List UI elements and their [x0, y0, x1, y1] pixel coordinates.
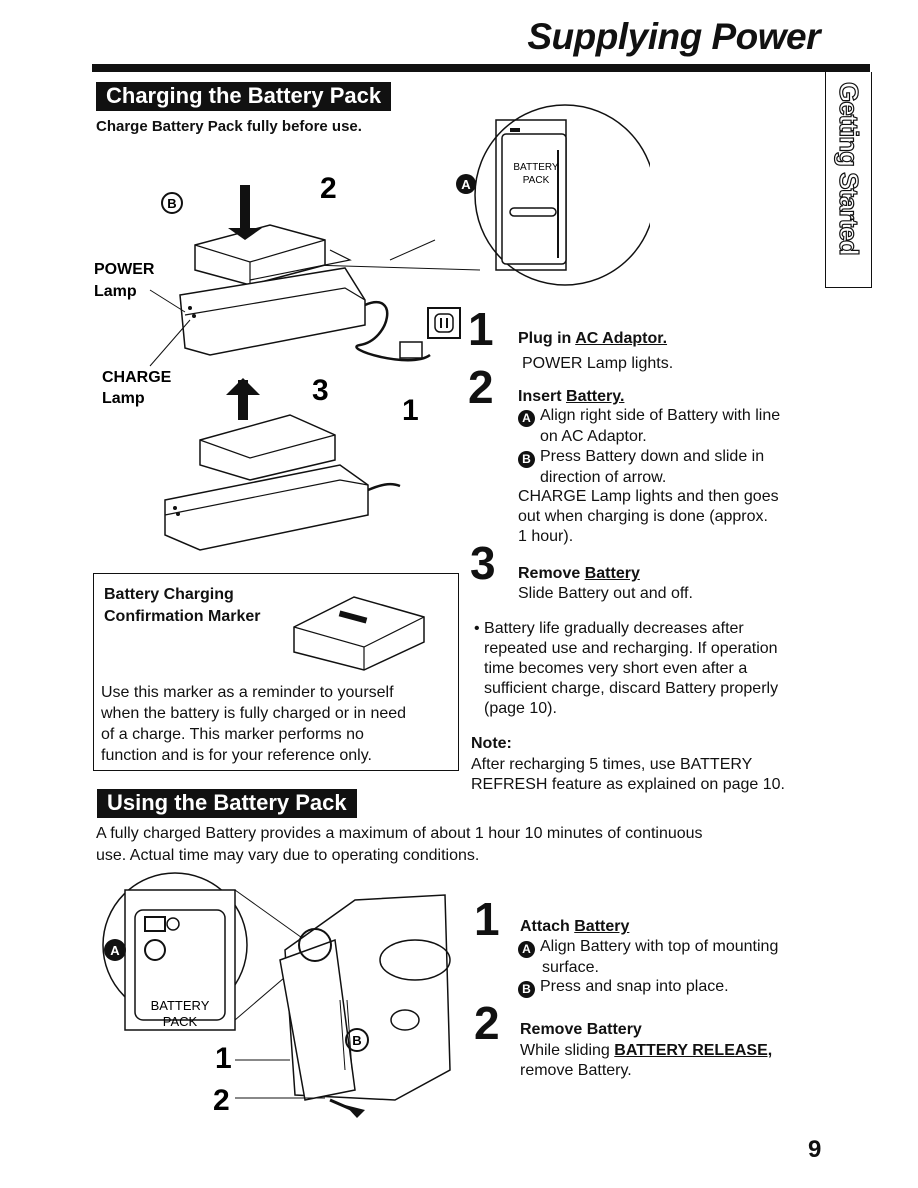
marker-title-1: Battery Charging	[104, 586, 234, 603]
page-number: 9	[808, 1136, 822, 1163]
bullet-line-4: sufficient charge, discard Battery prope…	[484, 680, 779, 697]
battery-label-2: PACK	[163, 1014, 198, 1029]
step-1-number: 1	[468, 303, 494, 355]
battery-label-1: BATTERY	[151, 998, 210, 1013]
power-lamp-label-1: POWER	[94, 261, 155, 278]
step-3-title: Remove Battery	[518, 565, 640, 582]
outlet-icon	[427, 307, 461, 339]
using-step-1-number: 1	[474, 893, 500, 945]
marker-body-3: of a charge. This marker performs no	[101, 726, 364, 743]
section-heading-using: Using the Battery Pack	[97, 789, 357, 818]
section-subheading: Charge Battery Pack fully before use.	[96, 118, 362, 135]
step-1-title: Plug in AC Adaptor.	[518, 330, 668, 347]
using-step-2-line-1: While sliding BATTERY RELEASE,	[520, 1042, 773, 1059]
circle-a-icon: A	[518, 410, 535, 427]
step-2-title: Insert Battery.	[518, 388, 625, 405]
bullet-line-5: (page 10).	[484, 700, 557, 717]
using-step-1-title: Attach Battery	[520, 918, 630, 935]
side-tab: Getting Started	[825, 72, 872, 288]
charge-lamp-label-2: Lamp	[102, 390, 145, 407]
circle-a2-icon: A	[518, 941, 535, 958]
callout-a-icon	[456, 174, 476, 194]
section-heading-charging: Charging the Battery Pack	[96, 82, 392, 111]
power-lamp-label-2: Lamp	[94, 283, 137, 300]
callout-b-icon	[161, 192, 183, 214]
bullet-line-1: • Battery life gradually decreases after	[474, 620, 744, 637]
step-2-line-1: CHARGE Lamp lights and then goes	[518, 488, 779, 505]
intro-line-2: use. Actual time may vary due to operati…	[96, 847, 480, 864]
marker-body-4: function and is for your reference only.	[101, 747, 372, 764]
intro-line-1: A fully charged Battery provides a maxim…	[96, 825, 703, 842]
step-2-b-cont: direction of arrow.	[540, 469, 667, 486]
marker-body-2: when the battery is fully charged or in …	[101, 705, 407, 722]
using-step-2-title: Remove Battery	[520, 1021, 642, 1038]
fig2-num-2: 2	[213, 1084, 230, 1117]
callout-b-label: B	[167, 196, 176, 211]
bullet-line-2: repeated use and recharging. If operatio…	[484, 640, 778, 657]
figure-num-2: 2	[320, 172, 337, 205]
using-step-2-line-2: remove Battery.	[520, 1062, 632, 1079]
figure-num-1: 1	[402, 394, 419, 427]
up-arrow	[238, 380, 248, 420]
marker-battery-illustration	[293, 596, 425, 671]
callout-a2-icon	[104, 939, 126, 961]
circle-b2-icon: B	[518, 981, 535, 998]
camcorder-illustration: BATTERY PACK A B 1 2	[102, 872, 451, 1118]
step-2-line-2: out when charging is done (approx.	[518, 508, 768, 525]
charge-lamp-label-1: CHARGE	[102, 369, 172, 386]
marker-title-2: Confirmation Marker	[104, 608, 261, 625]
callout-b2-icon	[345, 1028, 369, 1052]
confirmation-marker-box: Battery Charging Confirmation Marker Use…	[93, 573, 459, 771]
down-arrow	[240, 185, 250, 230]
step-3-number: 3	[470, 537, 496, 589]
bullet-line-3: time becomes very short even after a	[484, 660, 748, 677]
circle-b-icon: B	[518, 451, 535, 468]
callout-a2-label: A	[110, 943, 120, 958]
marker-body-1: Use this marker as a reminder to yoursel…	[101, 684, 394, 701]
fig2-num-1: 1	[215, 1042, 232, 1075]
charger-illustration: BATTERY PACK A B 2 3 1 POWER Lamp CHARGE…	[94, 104, 650, 551]
side-tab-label: Getting Started	[833, 81, 864, 255]
figure-num-3: 3	[312, 374, 329, 407]
step-2-line-3: 1 hour).	[518, 528, 574, 545]
callout-b2-label: B	[352, 1033, 361, 1048]
battery-pack-label-2: PACK	[523, 175, 550, 186]
step-1-text: POWER Lamp lights.	[522, 355, 674, 372]
step-2-a-cont: on AC Adaptor.	[540, 428, 647, 445]
callout-a-label: A	[461, 177, 471, 192]
using-step-1-a-cont: surface.	[542, 959, 599, 976]
using-step-2-number: 2	[474, 997, 500, 1049]
header-rule	[92, 64, 870, 72]
page-title: Supplying Power	[527, 16, 820, 57]
note-line-1: After recharging 5 times, use BATTERY	[471, 756, 753, 773]
magnifier-circle	[474, 104, 650, 286]
step-3-text: Slide Battery out and off.	[518, 585, 693, 602]
step-2-number: 2	[468, 361, 494, 413]
battery-pack-label-1: BATTERY	[513, 162, 559, 173]
note-label: Note:	[471, 735, 512, 752]
note-line-2: REFRESH feature as explained on page 10.	[471, 776, 785, 793]
